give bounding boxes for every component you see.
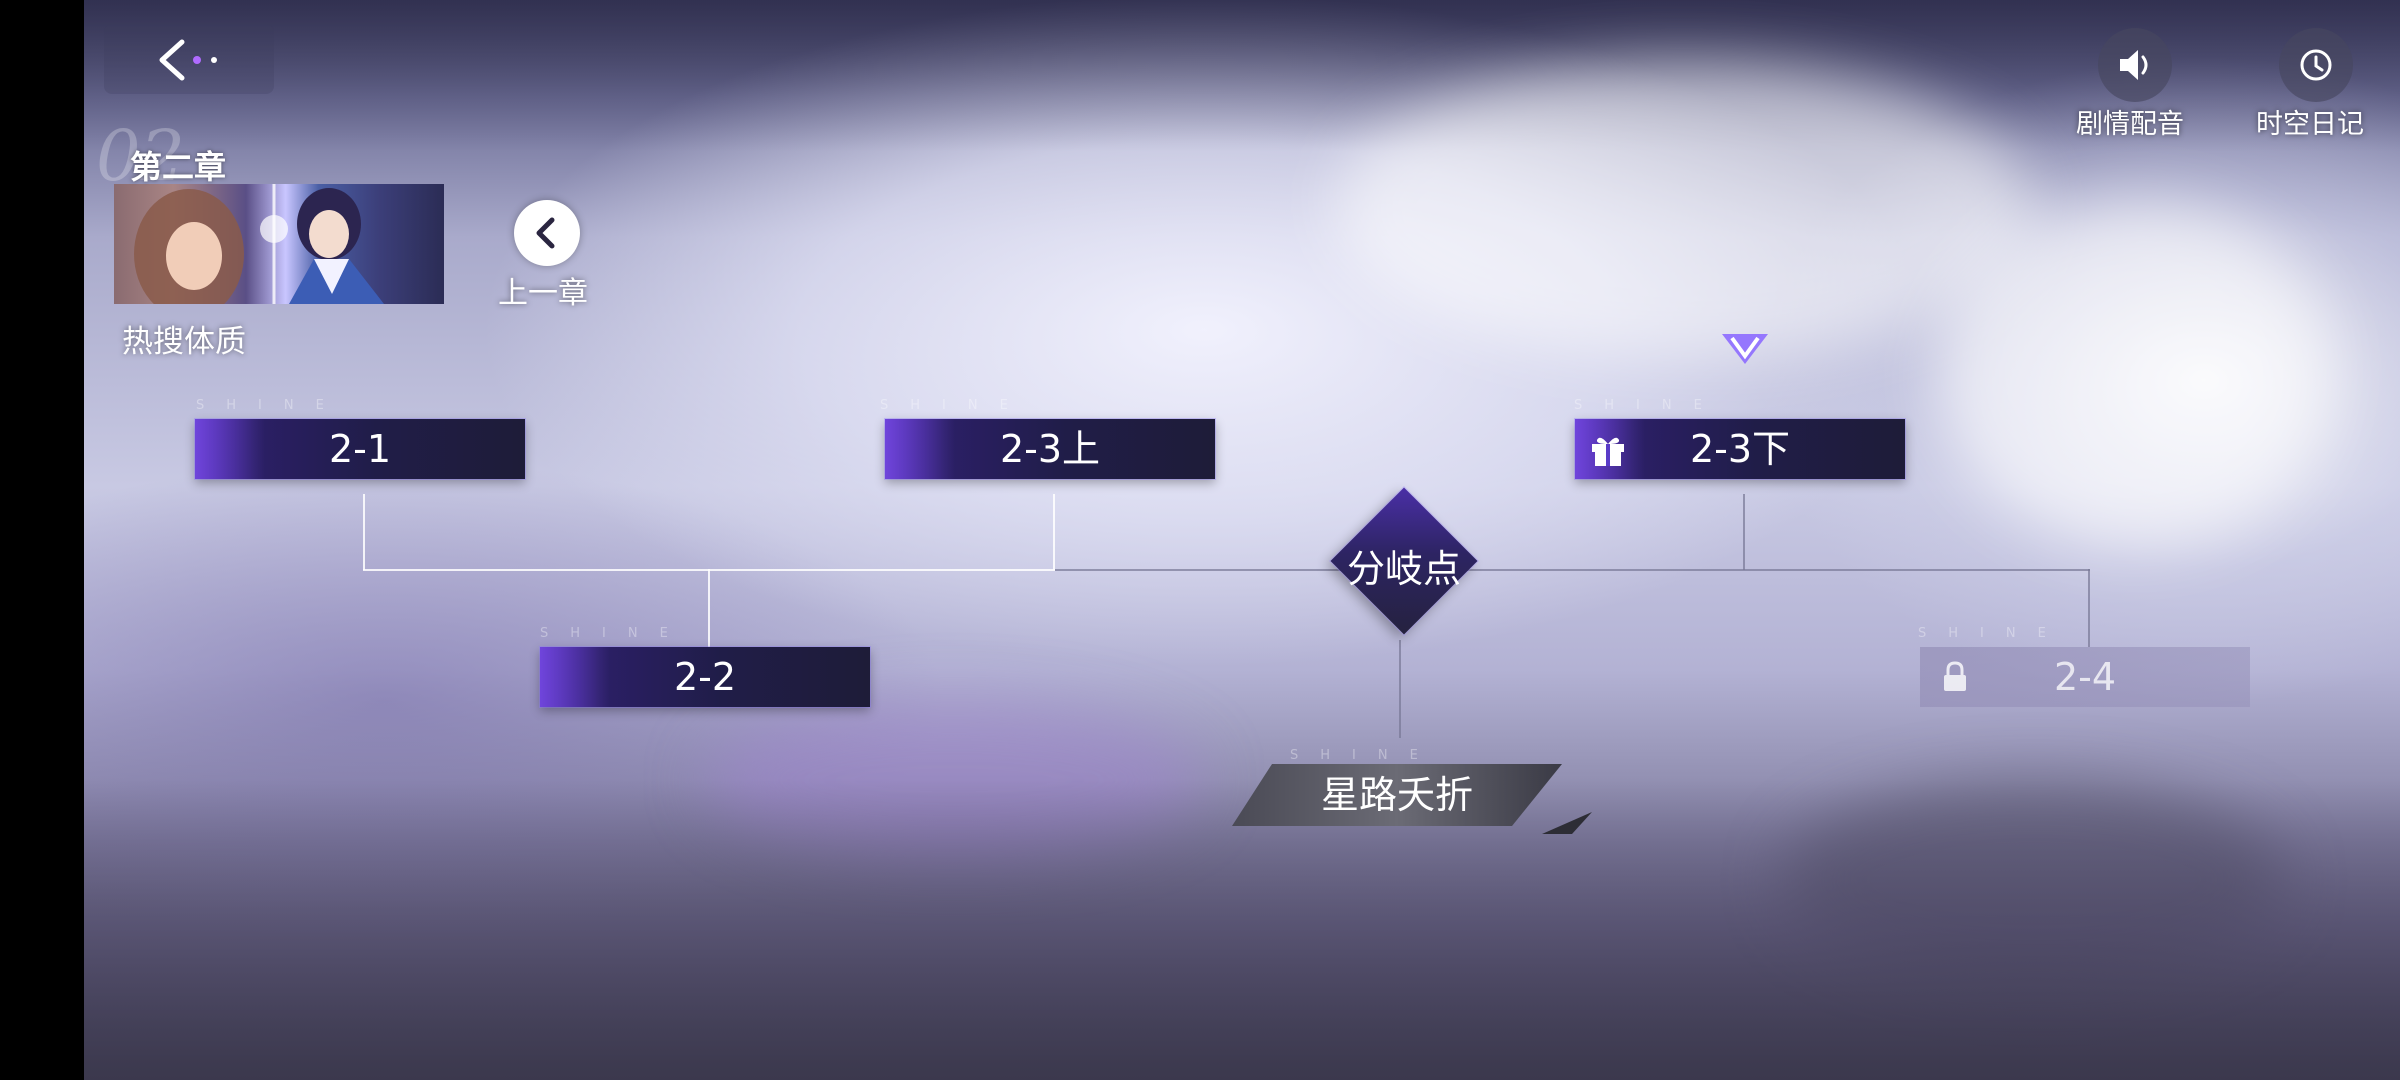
stage-label: 2-3上 [999,427,1101,471]
stage-label: 2-1 [328,427,392,471]
stage-label: 2-2 [673,655,737,699]
chapter-number: 02 [96,115,186,197]
shine-deco: SHINE [1574,398,1724,413]
voice-button[interactable] [2098,28,2172,102]
connector [1743,494,1745,570]
prev-chapter-button[interactable] [514,200,580,266]
connector [1455,569,2090,571]
connector [1399,640,1401,738]
connector [363,494,365,570]
prev-chapter-label: 上一章 [498,276,588,311]
gift-icon [1592,437,1624,466]
chapter-label: 第二章 [130,148,227,186]
stage-node-2-3a[interactable]: 2-3上 [885,419,1215,479]
chapter-thumbnail[interactable] [114,184,444,304]
stage-label: 2-3下 [1689,427,1791,471]
chapter-art [134,184,384,304]
stage-node-2-1[interactable]: 2-1 [195,419,525,479]
dark-glow [1784,780,2284,980]
connector [708,569,710,647]
stage-label: 2-4 [2053,655,2117,699]
shine-deco: SHINE [1290,748,1440,763]
connector [1055,569,1355,571]
back-arrow-icon [159,39,217,81]
clock-icon [2300,49,2332,81]
map-background [84,0,2400,1080]
shine-deco: SHINE [196,398,346,413]
diary-label: 时空日记 [2256,109,2364,140]
ending-node[interactable] [1232,764,1562,826]
window-glow [1934,200,2334,550]
back-button[interactable] [104,24,274,94]
ending-label: 星路夭折 [1320,773,1473,817]
stage-node-2-4[interactable]: 2-4 [1920,647,2250,707]
lock-icon [1944,661,1966,691]
shine-deco: SHINE [880,398,1030,413]
voice-label: 剧情配音 [2076,109,2184,140]
current-marker-icon [1722,334,1768,364]
speaker-icon [2120,50,2148,80]
connector [2088,569,2090,647]
diary-button[interactable] [2279,28,2353,102]
shine-deco: SHINE [1918,626,2068,641]
connector [1053,494,1055,570]
purple-glow [704,700,1204,860]
light-glow [1334,60,2034,360]
ending-slash-deco [1542,812,1592,834]
stage-node-2-2[interactable]: 2-2 [540,647,870,707]
chevron-left-icon [536,217,555,249]
chapter-name: 热搜体质 [122,324,246,360]
branch-point-label: 分岐点 [1346,547,1461,591]
shine-deco: SHINE [540,626,690,641]
